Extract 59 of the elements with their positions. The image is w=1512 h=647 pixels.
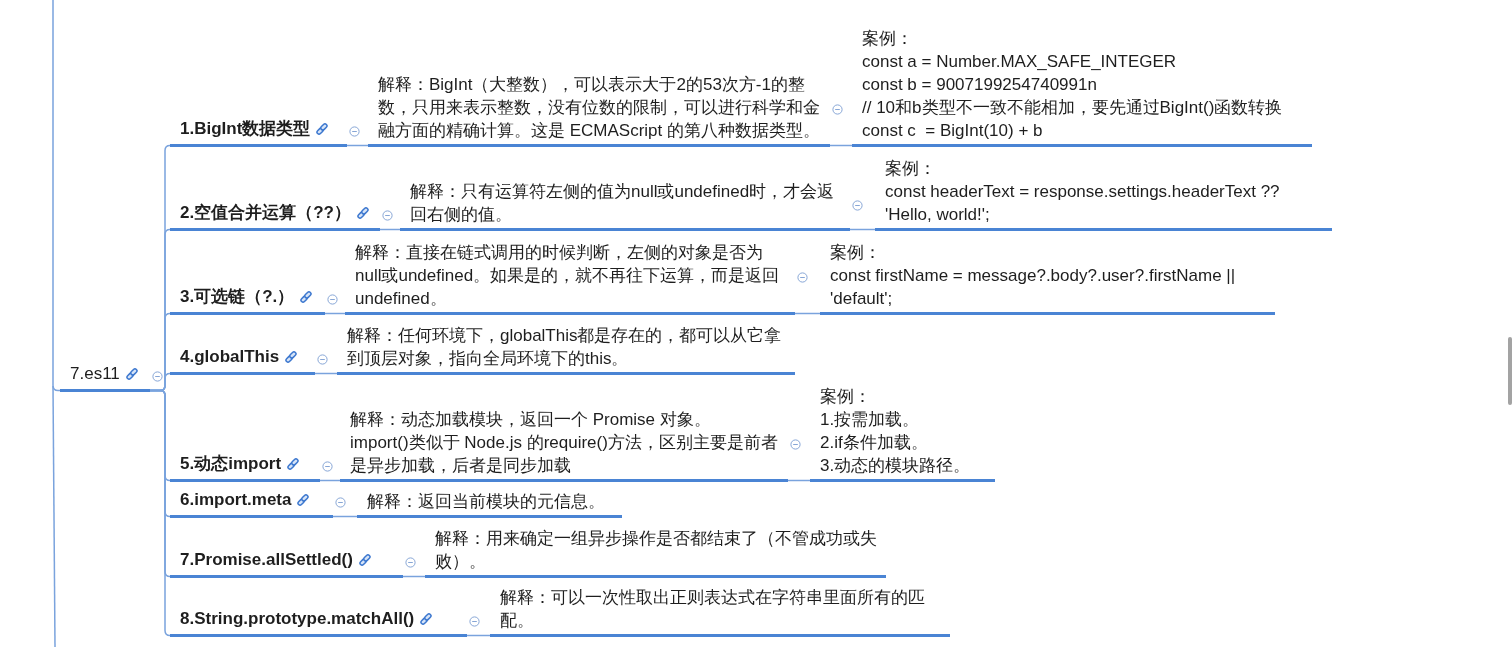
explanation-text: 解释：返回当前模块的元信息。 <box>367 491 606 513</box>
example-heading: 案例： <box>862 28 914 50</box>
code-line: const headerText = response.settings.headerText ?? 'Hello, world!'; <box>885 181 1281 226</box>
code-line: const c = BigInt(10) + b <box>862 120 1044 142</box>
explanation-text: import()类似于 Node.js 的require()方法，区别主要是前者是异步加载，后者是同步加载 <box>350 432 779 477</box>
explanation-topic <box>337 324 795 375</box>
explanation-topic <box>340 408 788 482</box>
topic-title: 6.import.meta <box>180 489 292 511</box>
code-line: const b = 9007199254740991n <box>862 74 1098 96</box>
topic-title: 7.es11 <box>70 363 120 385</box>
topic-title: 7.Promise.allSettled() <box>180 549 353 571</box>
explanation-text: 解释：动态加载模块，返回一个 Promise 对象。 <box>350 409 712 431</box>
topic-title: 4.globalThis <box>180 346 280 368</box>
explanation-topic <box>425 527 886 578</box>
topic-title: 2.空值合并运算（??） <box>180 202 351 224</box>
explanation-text: 解释：只有运算符左侧的值为null或undefined时，才会返回右侧的值。 <box>410 181 836 226</box>
example-heading: 案例： <box>830 242 882 264</box>
code-line: // 10和b类型不一致不能相加，要先通过BigInt()函数转换 <box>862 97 1284 119</box>
connector-line <box>149 389 171 637</box>
connector-line <box>794 312 821 315</box>
topic-title: 3.可选链（?.） <box>180 286 295 308</box>
list-item: 2.if条件加载。 <box>820 432 929 454</box>
topic-title: 1.BigInt数据类型 <box>180 118 311 140</box>
example-heading: 案例： <box>820 386 872 408</box>
explanation-text: 解释：可以一次性取出正则表达式在字符串里面所有的匹配。 <box>500 587 926 632</box>
code-line: const firstName = message?.body?.user?.firstName || 'default'; <box>830 265 1237 310</box>
explanation-topic <box>490 586 950 637</box>
topic <box>170 451 320 482</box>
list-item: 3.动态的模块路径。 <box>820 455 972 477</box>
topic <box>170 284 325 315</box>
topic-title: 5.动态import <box>180 453 282 475</box>
example-topic <box>820 241 1275 315</box>
connector-line <box>466 634 491 637</box>
connector-line <box>829 144 853 147</box>
explanation-text: 解释：BigInt（大整数），可以表示大于2的53次方-1的整数，只用来表示整数，没有位数的限制，可以进行科学和金融方面的精确计算。这是 ECMAScript 的第八种数据类型。 <box>378 74 822 142</box>
example-topic <box>852 27 1312 147</box>
connector-line <box>787 479 811 482</box>
connector-line <box>52 0 61 392</box>
connector-line <box>346 144 369 147</box>
explanation-text: 解释：直接在链式调用的时候判断，左侧的对象是否为null或undefined。如果是的，就不再往下运算，而是返回undefined。 <box>355 242 781 310</box>
explanation-topic <box>357 490 622 518</box>
topic-title: 8.String.prototype.matchAll() <box>180 608 415 630</box>
connector-line <box>332 515 358 518</box>
example-topic <box>810 385 995 482</box>
topic <box>170 200 380 231</box>
explanation-text: 解释：任何环境下，globalThis都是存在的，都可以从它拿到顶层对象，指向全局环境下的this。 <box>347 325 783 370</box>
explanation-text: 解释：用来确定一组异步操作是否都结束了（不管成功或失败）。 <box>435 528 878 573</box>
example-heading: 案例： <box>885 158 937 180</box>
explanation-topic <box>400 180 850 231</box>
example-topic <box>875 157 1332 231</box>
list-item: 1.按需加载。 <box>820 409 921 431</box>
connector-line <box>314 372 338 375</box>
topic <box>170 116 347 147</box>
connector-line <box>379 228 401 231</box>
connector-line <box>402 575 426 578</box>
connector-line <box>319 479 341 482</box>
connector-line <box>324 312 346 315</box>
connector-line <box>849 228 876 231</box>
code-line: const a = Number.MAX_SAFE_INTEGER <box>862 51 1178 73</box>
